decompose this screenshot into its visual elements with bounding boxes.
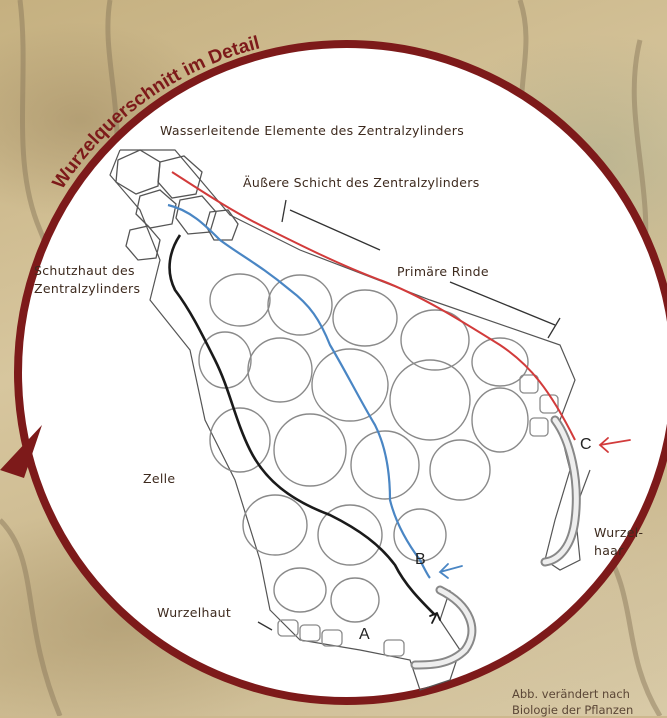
label-root-hair-line2: haar (594, 542, 643, 560)
page-title: Wurzelquerschnitt im Detail (49, 33, 262, 193)
label-protective-skin: Schutzhaut des Zentralzylinders (34, 262, 140, 298)
label-outer-layer: Äußere Schicht des Zentralzylinders (243, 175, 480, 190)
credit-line1: Abb. verändert nach (512, 686, 633, 702)
label-primary-cortex: Primäre Rinde (397, 264, 489, 279)
path-b-label: B (415, 551, 426, 569)
image-credit: Abb. verändert nach Biologie der Pflanze… (512, 686, 633, 718)
label-root-skin: Wurzelhaut (157, 605, 231, 620)
label-water-conducting: Wasserleitende Elemente des Zentralzylin… (160, 123, 464, 138)
path-a-label: A (359, 626, 370, 644)
label-cell: Zelle (143, 471, 175, 486)
label-root-hair-line1: Wurzel- (594, 524, 643, 542)
label-root-hair: Wurzel- haar (594, 524, 643, 560)
path-c-label: C (580, 436, 592, 454)
label-protective-skin-line1: Schutzhaut des (34, 262, 140, 280)
label-protective-skin-line2: Zentralzylinders (34, 280, 140, 298)
